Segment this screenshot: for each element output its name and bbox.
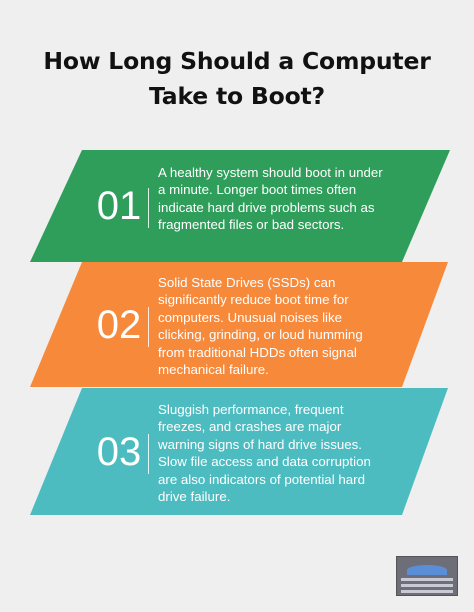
info-card-2: 02 Solid State Drives (SSDs) can signifi… bbox=[0, 262, 474, 387]
logo-band-1 bbox=[401, 578, 453, 581]
card-1-number: 01 bbox=[96, 184, 142, 228]
info-card-3: 03 Sluggish performance, frequent freeze… bbox=[0, 388, 474, 515]
card-2-background bbox=[30, 262, 448, 387]
page-title: How Long Should a Computer Take to Boot? bbox=[0, 44, 474, 114]
card-3-text: Sluggish performance, frequent freezes, … bbox=[158, 402, 371, 505]
card-1-text: A healthy system should boot in under a … bbox=[158, 165, 383, 233]
page-title-line-1: How Long Should a Computer bbox=[43, 47, 431, 75]
info-card-1: 01 A healthy system should boot in under… bbox=[0, 150, 474, 262]
card-2-text: Solid State Drives (SSDs) can significan… bbox=[158, 275, 363, 378]
logo-band-3 bbox=[401, 590, 453, 593]
card-2-number: 02 bbox=[96, 303, 142, 347]
logo-band-2 bbox=[401, 584, 453, 587]
card-2-divider bbox=[148, 307, 149, 347]
company-logo-icon bbox=[396, 556, 458, 596]
card-1-background bbox=[30, 150, 450, 262]
logo-wave-shape bbox=[407, 565, 447, 575]
card-3-divider bbox=[148, 434, 149, 474]
card-3-number: 03 bbox=[96, 430, 142, 474]
page-title-line-2: Take to Boot? bbox=[148, 82, 325, 110]
card-1-divider bbox=[148, 188, 149, 228]
card-3-background bbox=[30, 388, 448, 515]
